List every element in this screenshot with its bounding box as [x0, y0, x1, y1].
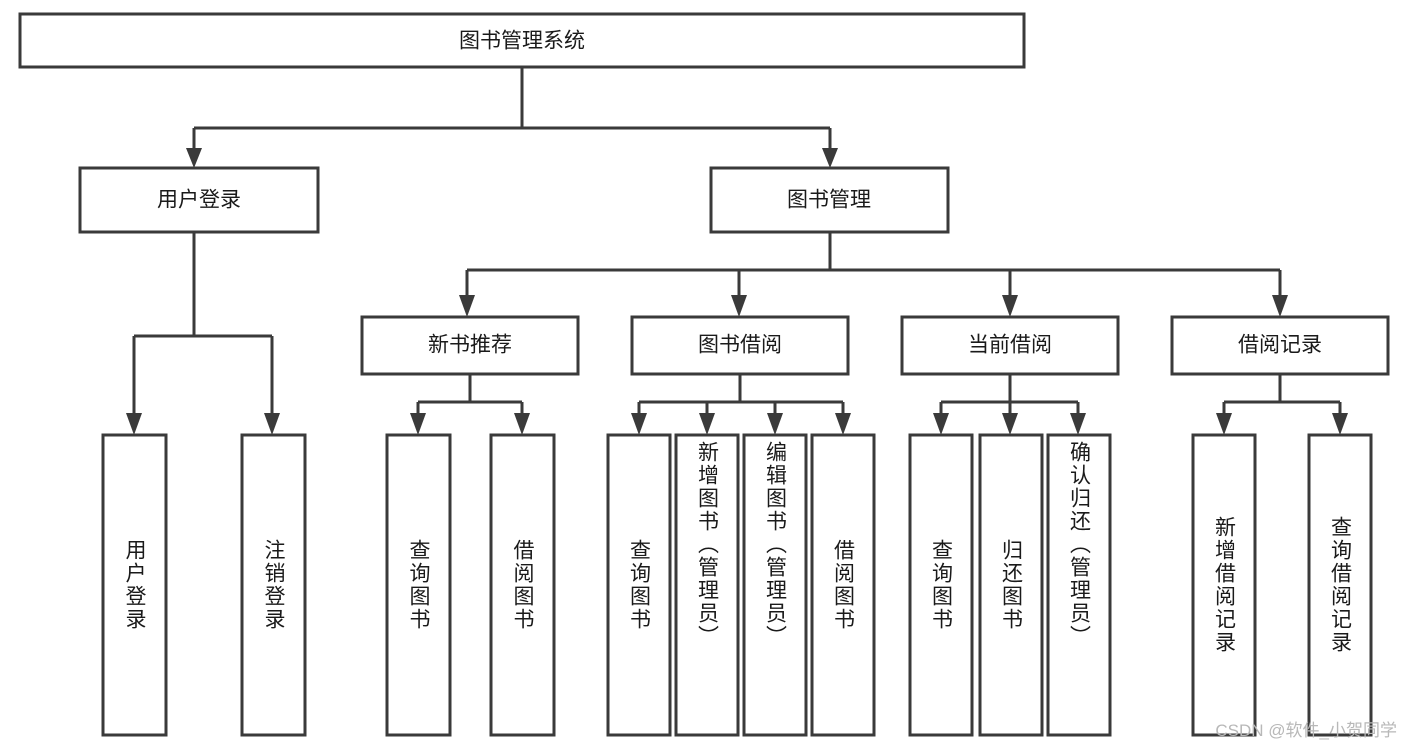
- node-user-login-box[interactable]: [78, 166, 320, 234]
- node-new-book-recommend-label: 新书推荐: [428, 334, 512, 357]
- leaf-borrow-record-1-labelbox: 新增借阅记录: [1212, 516, 1236, 654]
- leaf-label: 借阅图书: [511, 539, 534, 631]
- arrow-to-book-borrow: [731, 295, 747, 317]
- node-current-borrow-label: 当前借阅: [968, 334, 1052, 357]
- arrow-newbook-child-2: [514, 413, 530, 435]
- arrow-to-user-login: [186, 148, 202, 168]
- leaf-new-book-2-labelbox: 借阅图书: [511, 539, 534, 631]
- leaf-label: 借阅图书: [831, 539, 855, 631]
- arrow-bookborrow-child-3: [767, 413, 783, 435]
- leaf-current-borrow-3-labelbox: 确认归还（管理员）: [1067, 441, 1091, 648]
- arrow-currentborrow-child-3: [1070, 413, 1086, 435]
- leaf-label: 查询借阅记录: [1328, 516, 1352, 654]
- leaf-label: 确认归还（管理员）: [1067, 441, 1091, 648]
- leaf-label: 新增借阅记录: [1212, 516, 1236, 654]
- arrow-to-current-borrow: [1002, 295, 1018, 317]
- arrow-bookborrow-child-4: [835, 413, 851, 435]
- arrow-currentborrow-child-1: [933, 413, 949, 435]
- node-book-mgmt-box[interactable]: [709, 166, 950, 234]
- leaf-borrow-record-1-box[interactable]: [1191, 433, 1257, 737]
- node-user-login-label: 用户登录: [157, 189, 241, 212]
- node-borrow-record-box[interactable]: [1170, 315, 1390, 376]
- arrow-bookborrow-child-1: [631, 413, 647, 435]
- arrow-login-child-1: [126, 413, 142, 435]
- node-book-borrow-label: 图书借阅: [698, 334, 782, 357]
- node-book-borrow-box[interactable]: [630, 315, 850, 376]
- arrow-to-new-book: [459, 295, 475, 317]
- leaf-label: 查询图书: [407, 539, 430, 631]
- leaf-borrow-record-2-labelbox: 查询借阅记录: [1328, 516, 1352, 654]
- leaf-user-login-2-box[interactable]: [240, 433, 307, 737]
- node-root-box[interactable]: [18, 12, 1026, 69]
- leaf-current-borrow-2-labelbox: 归还图书: [999, 539, 1023, 631]
- leaf-user-login-1-labelbox: 用户登录: [123, 539, 146, 631]
- leaf-user-login-1-box[interactable]: [101, 433, 168, 737]
- leaf-label: 用户登录: [123, 539, 146, 631]
- arrow-to-borrow-record: [1272, 295, 1288, 317]
- leaf-user-login-2-labelbox: 注销登录: [262, 539, 285, 631]
- leaf-label: 归还图书: [999, 539, 1023, 631]
- leaf-current-borrow-1-labelbox: 查询图书: [929, 539, 953, 631]
- leaf-book-borrow-4-box[interactable]: [810, 433, 876, 737]
- node-book-mgmt-label: 图书管理: [787, 189, 871, 212]
- leaf-book-borrow-3-box[interactable]: [742, 433, 808, 737]
- node-borrow-record-label: 借阅记录: [1238, 334, 1322, 357]
- leaf-book-borrow-2-labelbox: 新增图书（管理员）: [695, 441, 719, 648]
- node-root-label: 图书管理系统: [459, 30, 585, 53]
- leaf-new-book-1-labelbox: 查询图书: [407, 539, 430, 631]
- arrow-bookborrow-child-2: [699, 413, 715, 435]
- arrow-login-child-2: [264, 413, 280, 435]
- leaf-current-borrow-2-box[interactable]: [978, 433, 1044, 737]
- arrow-to-book-mgmt: [822, 148, 838, 168]
- leaf-book-borrow-4-labelbox: 借阅图书: [831, 539, 855, 631]
- leaf-borrow-record-2-box[interactable]: [1307, 433, 1373, 737]
- leaf-book-borrow-2-box[interactable]: [674, 433, 740, 737]
- leaf-book-borrow-1-labelbox: 查询图书: [627, 539, 651, 631]
- leaf-new-book-1-box[interactable]: [385, 433, 452, 737]
- leaf-label: 新增图书（管理员）: [695, 441, 719, 648]
- leaf-book-borrow-3-labelbox: 编辑图书（管理员）: [763, 441, 787, 648]
- node-new-book-recommend-box[interactable]: [360, 315, 580, 376]
- leaf-label: 注销登录: [262, 539, 285, 631]
- leaf-current-borrow-3-box[interactable]: [1046, 433, 1112, 737]
- leaf-label: 查询图书: [929, 539, 953, 631]
- leaf-book-borrow-1-box[interactable]: [606, 433, 672, 737]
- leaf-current-borrow-1-box[interactable]: [908, 433, 974, 737]
- arrow-currentborrow-child-2: [1002, 413, 1018, 435]
- leaf-new-book-2-box[interactable]: [489, 433, 556, 737]
- arrow-newbook-child-1: [410, 413, 426, 435]
- leaf-label: 查询图书: [627, 539, 651, 631]
- arrow-borrowrecord-child-1: [1216, 413, 1232, 435]
- arrow-borrowrecord-child-2: [1332, 413, 1348, 435]
- leaf-label: 编辑图书（管理员）: [763, 441, 787, 648]
- csdn-watermark: CSDN @软件_小贺同学: [1215, 721, 1397, 740]
- node-current-borrow-box[interactable]: [900, 315, 1120, 376]
